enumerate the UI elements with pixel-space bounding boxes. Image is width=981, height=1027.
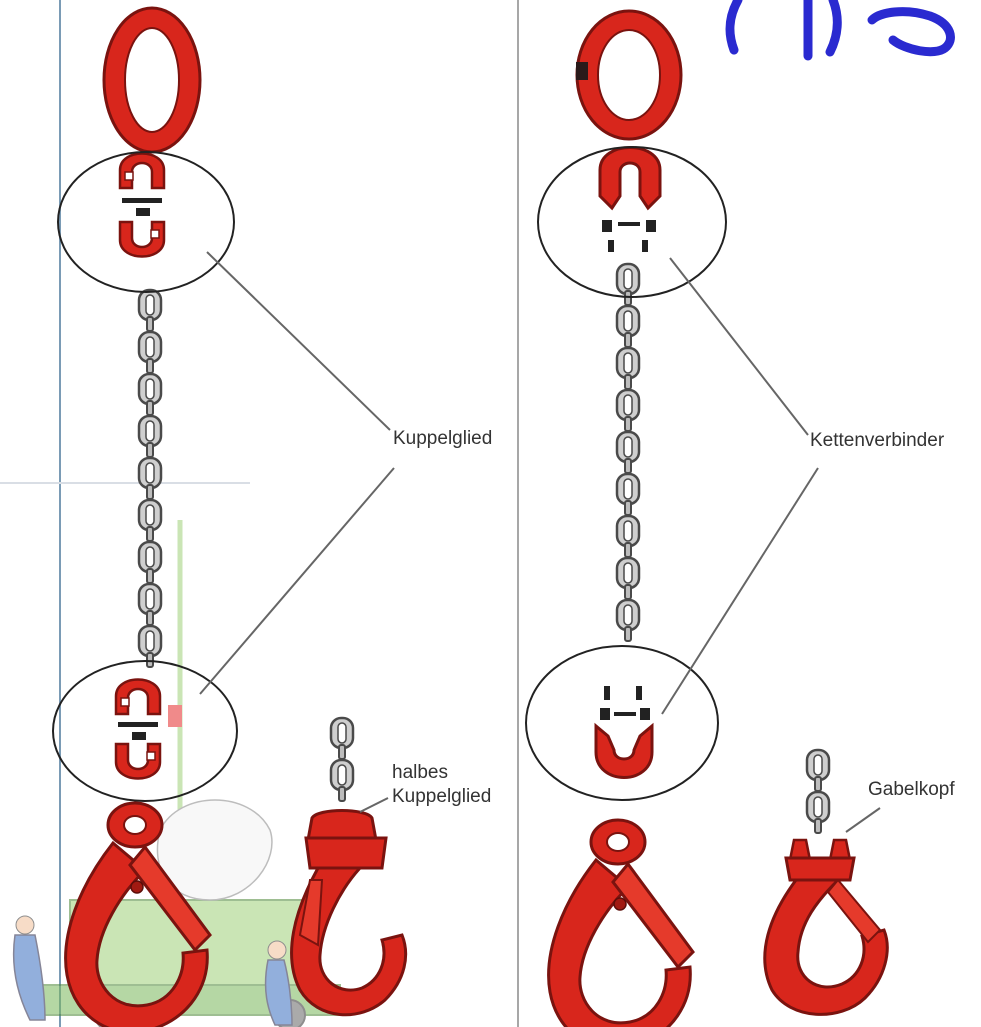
half-coupling-label-line2: Kuppelglied (392, 786, 491, 807)
kuppelglied-leader-line-bottom (199, 467, 395, 695)
right-top-chain-connector-icon (598, 146, 662, 252)
left-bottom-callout-circle (52, 660, 238, 802)
kettenverbinder-label: Kettenverbinder (810, 430, 945, 451)
right-top-callout-circle (537, 146, 727, 298)
right-bottom-chain-connector-icon (594, 686, 654, 779)
gabelkopf-label: Gabelkopf (868, 779, 955, 800)
kettenverbinder-leader-line-bottom (661, 467, 819, 715)
kettenverbinder-leader-line-top (669, 257, 809, 436)
corner-logo-icon (725, 0, 955, 61)
half-coupling-hook-icon (290, 716, 408, 1017)
clevis-hook-icon (763, 748, 889, 1016)
left-top-coupling-link-icon (118, 152, 166, 258)
right-chain-icon (615, 262, 641, 643)
left-top-callout-circle (57, 151, 235, 293)
half-coupling-label-line1: halbes (392, 762, 448, 783)
left-master-link-icon (102, 6, 202, 154)
half-coupling-leader-line (359, 797, 389, 813)
right-bottom-callout-circle (525, 645, 719, 801)
kuppelglied-leader-line-top (206, 251, 391, 431)
kuppelglied-label: Kuppelglied (393, 428, 492, 449)
left-bottom-coupling-link-icon (114, 678, 182, 780)
right-hook-icon (547, 818, 695, 1027)
gabelkopf-leader-line (845, 807, 881, 833)
left-chain-icon (137, 288, 163, 669)
right-master-link-icon (575, 9, 683, 141)
